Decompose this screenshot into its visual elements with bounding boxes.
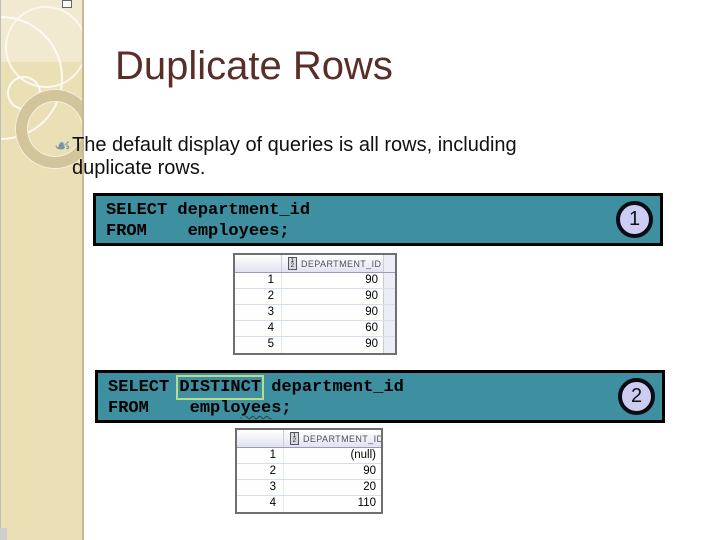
row-number: 3 [237, 480, 284, 495]
row-strip [383, 305, 395, 320]
step-badge-2: 2 [618, 378, 655, 415]
row-number-header-cell [235, 255, 282, 272]
table-row: 2 90 [237, 464, 381, 480]
column-header-label: DEPARTMENT_ID [303, 433, 381, 444]
spellcheck-squiggle-text: yee [240, 399, 272, 418]
cell-value: 110 [357, 497, 376, 509]
sql-code-box-2: SELECT DISTINCT department_id FROM emplo… [95, 370, 665, 423]
circle-decoration [5, 6, 82, 88]
row-strip [383, 273, 395, 288]
row-number: 2 [235, 289, 282, 304]
page-title: Duplicate Rows [115, 44, 393, 88]
table-row: 1 90 [235, 273, 395, 289]
row-number: 1 [237, 448, 284, 463]
table-row: 4 110 [237, 496, 381, 512]
bullet-text: The default display of queries is all ro… [72, 134, 517, 179]
row-number: 4 [237, 496, 284, 512]
cell-value: 90 [363, 465, 376, 477]
cell-value: 90 [365, 274, 378, 286]
table-row: 1 (null) [237, 448, 381, 464]
vine-leaf-bullet-icon: ☙ [54, 135, 72, 157]
sql-code-box-1: SELECT department_id FROM employees; 1 [93, 193, 663, 246]
cell-value: 20 [363, 481, 376, 493]
row-number: 2 [237, 464, 284, 479]
cell-value: 90 [365, 306, 378, 318]
sql-code-2: SELECT DISTINCT department_id FROM emplo… [108, 375, 404, 419]
cell-value: 90 [365, 290, 378, 302]
row-strip [383, 321, 395, 336]
sql-code-1: SELECT department_id FROM employees; [106, 200, 310, 242]
step-badge-1: 1 [616, 201, 653, 238]
cell-value: 90 [365, 338, 378, 350]
sidebar-decoration [0, 0, 84, 540]
row-number-header-cell [237, 430, 284, 447]
sql-line-1: SELECT department_id [106, 201, 311, 220]
table-row: 3 90 [235, 305, 395, 321]
table-row: 3 20 [237, 480, 381, 496]
table-row: 5 90 [235, 337, 395, 353]
table-row: 2 90 [235, 289, 395, 305]
header-strip [383, 255, 395, 272]
row-number: 1 [235, 273, 282, 288]
sql-keyword: SELECT [108, 378, 180, 397]
bottom-left-notch [0, 528, 7, 540]
sql-text: department_id FROM emplo [108, 378, 404, 418]
row-number: 3 [235, 305, 282, 320]
row-number: 4 [235, 321, 282, 336]
table-row: 4 60 [235, 321, 395, 337]
ring-decoration [16, 90, 82, 168]
sql-line-2: FROM employees; [106, 222, 290, 241]
row-strip [383, 289, 395, 304]
sql-text: s; [271, 399, 292, 418]
cell-value: (null) [350, 449, 376, 461]
row-number: 5 [235, 337, 282, 353]
cell-value: 60 [365, 322, 378, 334]
distinct-keyword-highlight: DISTINCT [176, 375, 265, 400]
row-strip [383, 337, 395, 353]
template-corner-marker [62, 0, 72, 8]
column-header-label: DEPARTMENT_ID [301, 258, 382, 269]
